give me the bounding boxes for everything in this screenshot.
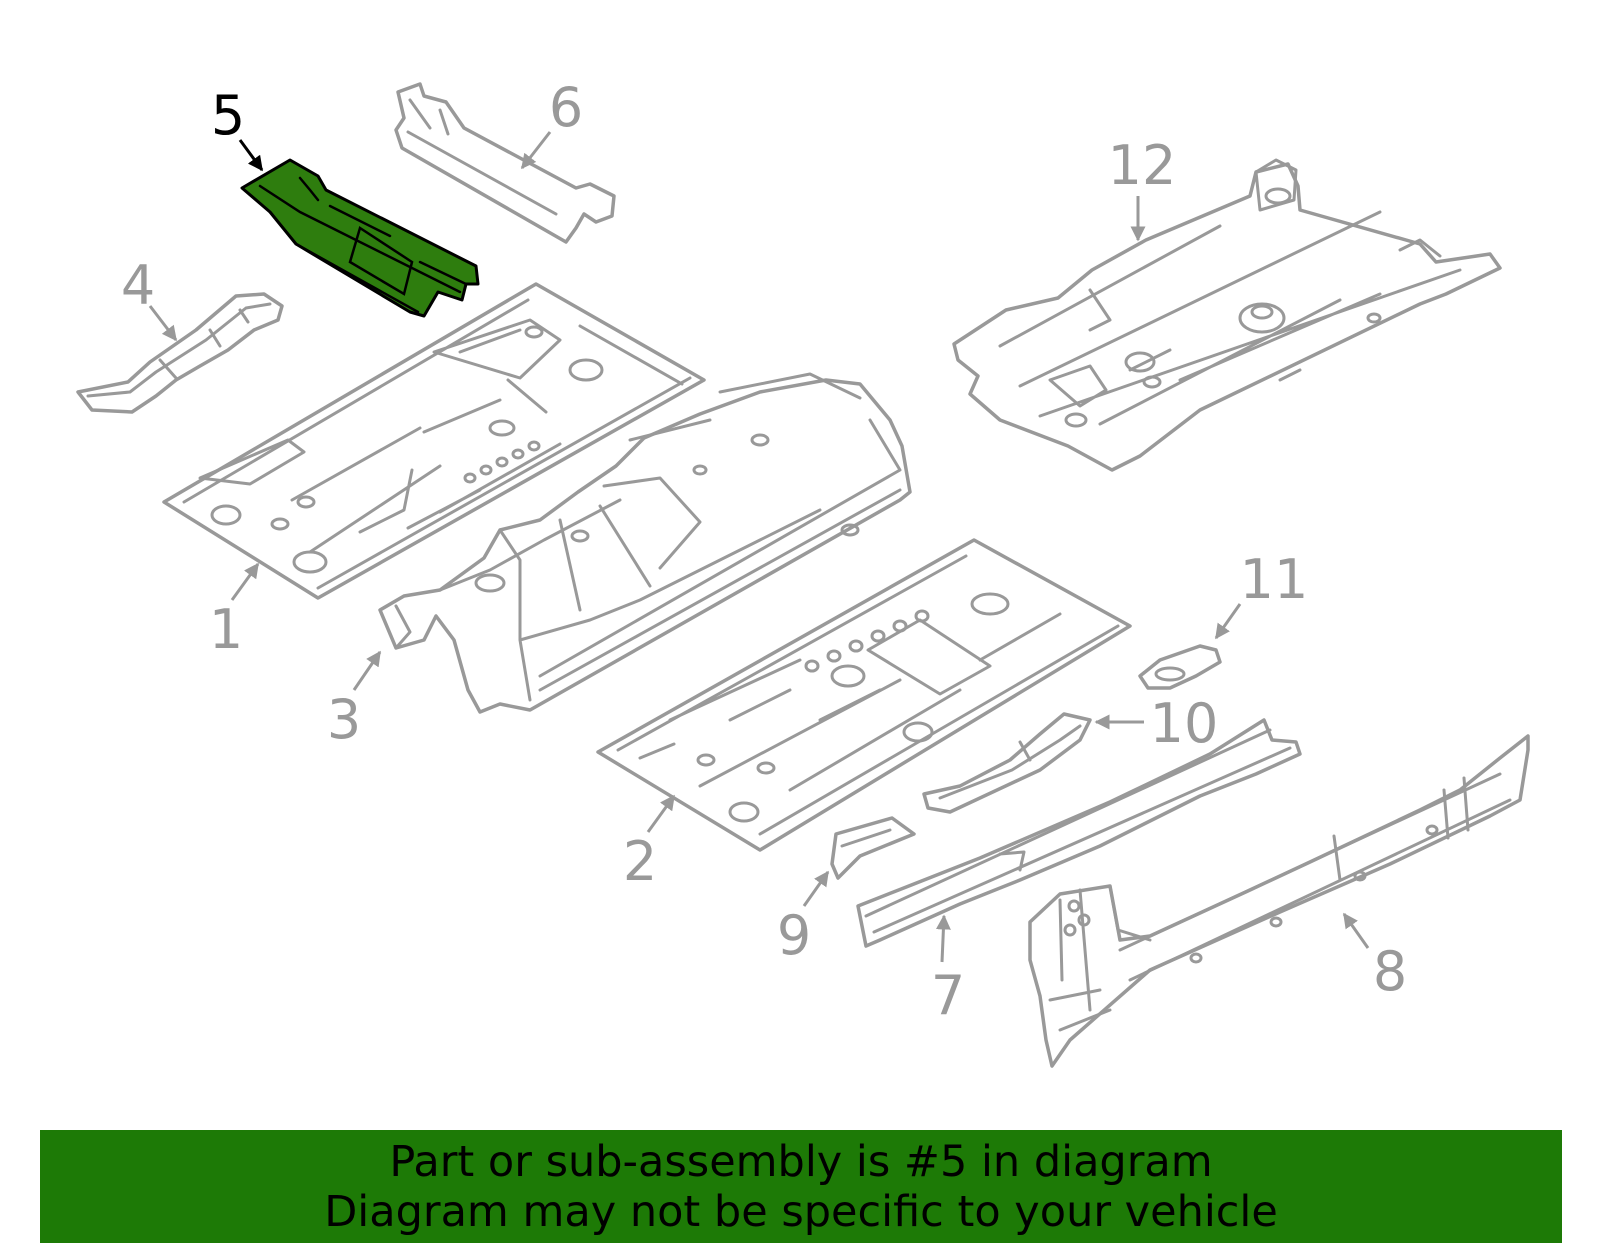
banner-line-part: Part or sub-assembly is #5 in diagram [389, 1136, 1213, 1187]
part-5 [240, 158, 480, 318]
callout-10: 10 [1150, 692, 1219, 755]
part-6 [394, 82, 616, 244]
callout-8: 8 [1373, 940, 1407, 1003]
leader-6 [520, 131, 552, 170]
info-banner: Part or sub-assembly is #5 in diagram Di… [40, 1130, 1562, 1243]
leader-1 [230, 562, 260, 601]
callout-3: 3 [327, 688, 361, 751]
callout-6: 6 [549, 76, 583, 139]
part-9 [830, 816, 916, 880]
leader-3 [352, 650, 382, 691]
part-1 [162, 282, 706, 600]
leader-4 [148, 305, 178, 342]
leader-5 [238, 139, 264, 172]
part-10 [922, 712, 1092, 814]
callout-1: 1 [209, 598, 243, 661]
leader-9 [802, 870, 830, 907]
leader-2 [646, 794, 676, 833]
part-12 [952, 158, 1502, 472]
part-11 [1138, 644, 1222, 690]
part-3 [378, 372, 912, 714]
part-7 [856, 718, 1302, 948]
callout-12: 12 [1108, 134, 1177, 197]
callout-11: 11 [1240, 548, 1309, 611]
leader-8 [1342, 912, 1370, 949]
part-8 [1028, 734, 1530, 1068]
leader-7 [935, 914, 951, 963]
callout-5: 5 [211, 84, 245, 147]
callout-2: 2 [623, 830, 657, 893]
callout-4: 4 [121, 254, 155, 317]
callout-9: 9 [777, 904, 811, 967]
part-4 [76, 292, 284, 414]
leader-11 [1214, 603, 1242, 640]
callout-7: 7 [931, 964, 965, 1027]
part-2 [596, 538, 1132, 852]
banner-line-disclaimer: Diagram may not be specific to your vehi… [324, 1186, 1278, 1237]
